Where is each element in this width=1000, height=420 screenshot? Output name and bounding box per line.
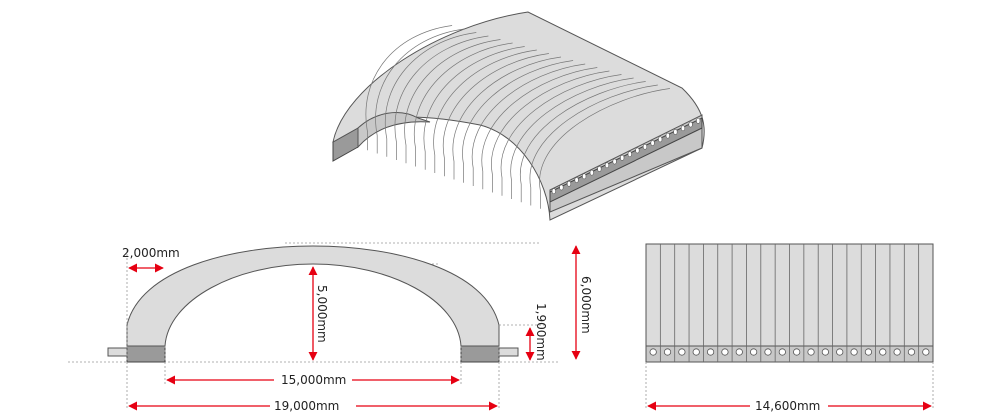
iso-hole [658, 136, 663, 143]
dim-shell-thickness: 2,000mm [122, 246, 180, 260]
iso-rib-line [413, 42, 513, 167]
iso-arch-opening [357, 112, 431, 149]
elevation-hole [750, 348, 758, 356]
dim-inner-height: 5,000mm [315, 285, 329, 343]
iso-hole [688, 121, 693, 128]
iso-rib-line [442, 53, 549, 177]
left-base [126, 345, 166, 363]
iso-hole [665, 132, 670, 139]
iso-hole [574, 177, 579, 183]
iso-rib-lines [365, 25, 670, 209]
iso-hole [597, 166, 602, 172]
iso-rib-line [433, 49, 537, 173]
iso-hole [620, 154, 625, 161]
iso-hole [551, 188, 556, 195]
elevation-hole [778, 348, 786, 356]
elevation-hole [678, 348, 686, 356]
elevation-modules [649, 244, 930, 362]
iso-hole [650, 140, 655, 146]
iso-hole [627, 151, 632, 158]
iso-rib-line [539, 88, 670, 209]
elevation-hole [807, 348, 815, 356]
iso-rib-line [481, 67, 598, 190]
elevation-hole [692, 348, 700, 356]
iso-hole [642, 143, 648, 150]
iso-rib-line [365, 25, 453, 151]
iso-rib-line [394, 35, 489, 160]
iso-rib-line [452, 56, 562, 180]
dim-outer-span: 19,000mm [274, 399, 339, 413]
iso-hole-markers [551, 117, 701, 195]
elevation-hole [850, 348, 858, 356]
dim-inner-span: 15,000mm [281, 373, 346, 387]
iso-rib-line [500, 74, 622, 196]
iso-rib-line [529, 84, 658, 206]
elevation-hole [922, 348, 930, 356]
isometric-view [332, 11, 705, 221]
elevation-hole [907, 348, 916, 356]
elevation-hole [706, 348, 715, 356]
iso-hole [582, 173, 587, 180]
iso-rib-line [375, 28, 465, 154]
iso-rib-line [462, 60, 574, 183]
iso-hole [566, 180, 572, 187]
iso-hole [635, 147, 640, 154]
dim-length: 14,600mm [755, 399, 820, 413]
iso-rib-line [510, 77, 634, 199]
iso-hole [673, 129, 678, 135]
elevation-hole [735, 348, 743, 356]
iso-hole [680, 125, 686, 132]
iso-hole [559, 184, 564, 191]
elevation-hole [893, 348, 901, 356]
elevation-hole [864, 348, 873, 356]
elevation-hole [836, 348, 844, 356]
dim-base-height: 1,900mm [534, 303, 548, 361]
right-stub [498, 347, 519, 357]
elevation-hole [663, 348, 672, 356]
iso-hole [589, 169, 594, 176]
iso-hole [612, 158, 617, 165]
elevation-hole [879, 348, 887, 356]
iso-hole [604, 162, 610, 169]
elevation-hole [821, 348, 829, 356]
iso-rib-line [471, 63, 586, 186]
dim-total-height: 6,000mm [579, 276, 593, 334]
left-stub [107, 347, 128, 357]
iso-rib-line [404, 39, 501, 164]
iso-rib-line [385, 32, 477, 157]
iso-rib-line [519, 81, 646, 203]
elevation-hole [793, 348, 801, 356]
right-base [460, 345, 500, 363]
iso-rib-line [423, 46, 525, 170]
side-elevation: 14,600mm [645, 243, 934, 413]
elevation-hole [721, 348, 729, 356]
section-view: 2,000mm 5,000mm 15,000mm 19,000mm 1,900m… [68, 242, 593, 413]
elevation-hole [764, 348, 772, 356]
iso-hole [696, 117, 701, 124]
iso-rib-line [491, 70, 610, 193]
elevation-hole [649, 348, 657, 356]
